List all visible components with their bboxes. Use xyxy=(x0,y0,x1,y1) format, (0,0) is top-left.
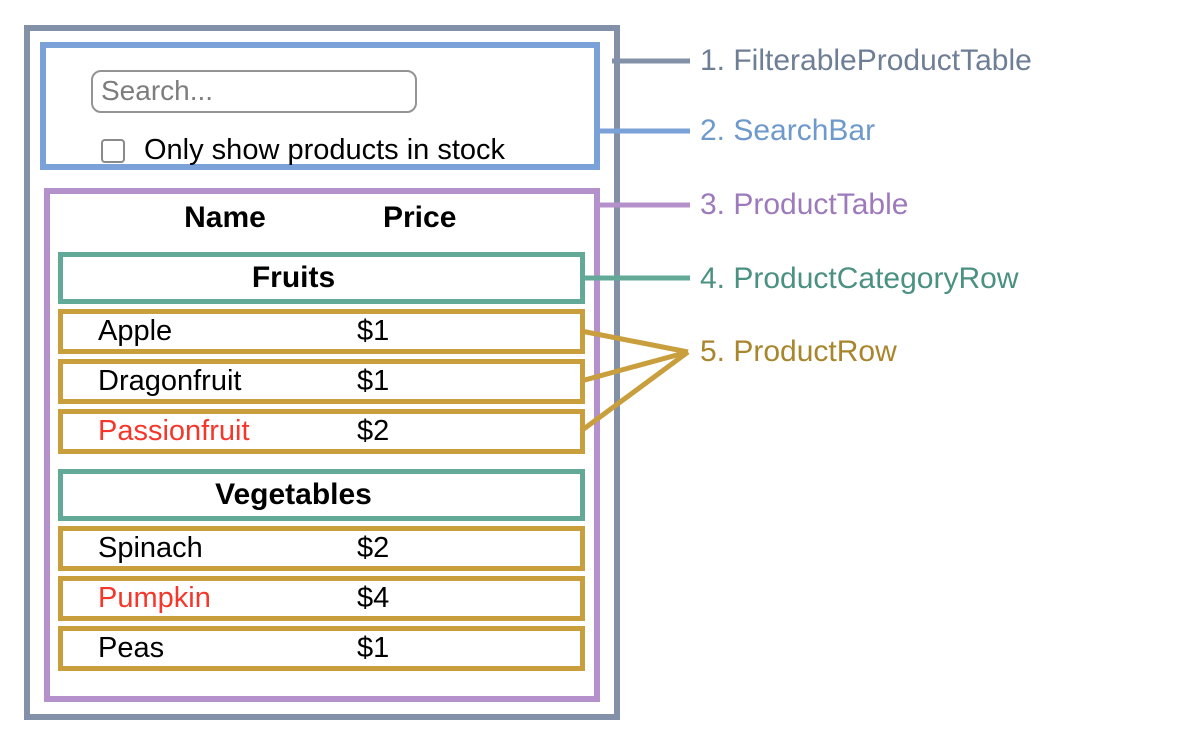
annotation-label-product-category-row: 4. ProductCategoryRow xyxy=(700,262,1019,295)
search-bar-box: Only show products in stock xyxy=(40,42,600,170)
category-label: Vegetables xyxy=(215,478,372,511)
table-header-row: Name Price xyxy=(50,194,594,242)
category-row-fruits: Fruits xyxy=(58,252,585,304)
in-stock-checkbox-label[interactable]: Only show products in stock xyxy=(144,134,506,166)
category-row-vegetables: Vegetables xyxy=(58,469,585,521)
annotation-label-product-table: 3. ProductTable xyxy=(700,188,909,221)
product-row-spinach: Spinach $2 xyxy=(58,526,585,571)
product-table-box: Name Price Fruits Apple $1 Dragonfruit $… xyxy=(44,188,600,702)
annotation-label-search-bar: 2. SearchBar xyxy=(700,114,876,147)
in-stock-checkbox[interactable] xyxy=(101,138,125,163)
search-input[interactable] xyxy=(91,70,417,113)
annotation-label-filterable-product-table: 1. FilterableProductTable xyxy=(700,44,1032,77)
price-column-header: Price xyxy=(383,201,457,234)
product-name-out-of-stock: Passionfruit xyxy=(98,415,250,447)
in-stock-filter-row: Only show products in stock xyxy=(101,134,594,167)
product-row-dragonfruit: Dragonfruit $1 xyxy=(58,359,585,404)
product-row-pumpkin: Pumpkin $4 xyxy=(58,576,585,621)
annotation-label-product-row: 5. ProductRow xyxy=(700,335,897,368)
product-price: $1 xyxy=(357,315,390,347)
product-name-out-of-stock: Pumpkin xyxy=(98,582,211,614)
product-name: Peas xyxy=(98,632,165,664)
product-price: $4 xyxy=(357,582,390,614)
product-price: $2 xyxy=(357,415,390,447)
product-price: $2 xyxy=(357,532,390,564)
product-name: Dragonfruit xyxy=(98,365,242,397)
product-row-passionfruit: Passionfruit $2 xyxy=(58,409,585,454)
name-column-header: Name xyxy=(184,201,266,234)
product-price: $1 xyxy=(357,365,390,397)
product-name: Apple xyxy=(98,315,173,347)
product-price: $1 xyxy=(357,632,390,664)
product-name: Spinach xyxy=(98,532,203,564)
filterable-product-table-box: Only show products in stock Name Price F… xyxy=(24,25,620,720)
category-label: Fruits xyxy=(251,261,336,294)
product-row-apple: Apple $1 xyxy=(58,309,585,354)
product-row-peas: Peas $1 xyxy=(58,626,585,671)
